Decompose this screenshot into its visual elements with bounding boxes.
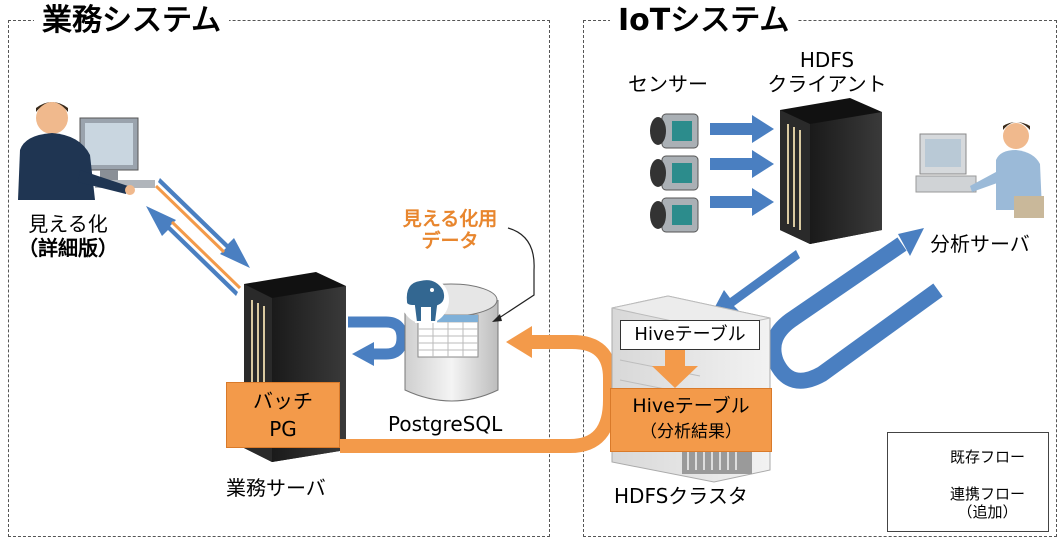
batch-loop-arrow bbox=[348, 316, 408, 366]
flow-vis-to-server-arrow bbox=[154, 178, 250, 268]
hdfs-client-label: HDFS クライアント bbox=[767, 48, 887, 96]
iot-system-title: IoTシステム bbox=[610, 4, 798, 38]
client-to-cluster-arrow bbox=[708, 250, 800, 320]
sensor-icon-3 bbox=[650, 197, 699, 233]
hive-result-box: Hiveテーブル （分析結果） bbox=[610, 388, 772, 452]
vis-data-callout-line bbox=[495, 227, 535, 321]
hive-table-box: Hiveテーブル bbox=[620, 320, 760, 350]
user-workstation-icon bbox=[18, 102, 155, 200]
postgresql-db-icon bbox=[401, 276, 499, 402]
batch-pg-box: バッチ PG bbox=[226, 382, 340, 448]
analysis-workstation-icon bbox=[915, 122, 1044, 218]
business-system-group bbox=[8, 20, 550, 537]
hive-down-arrow bbox=[652, 348, 698, 388]
analysis-server-label: 分析サーバ bbox=[930, 232, 1030, 256]
legend-collab-label: 連携フロー （追加） bbox=[950, 485, 1026, 521]
postgresql-elephant-icon bbox=[401, 276, 449, 324]
sensor-label: センサー bbox=[628, 72, 708, 96]
legend: 既存フロー 連携フロー （追加） bbox=[887, 432, 1049, 532]
sensor-icon-2 bbox=[650, 155, 699, 191]
hdfs-client-server-icon bbox=[780, 98, 882, 244]
iot-system-group bbox=[583, 20, 1057, 537]
vis-data-label: 見える化用 データ bbox=[402, 208, 498, 252]
legend-existing-label: 既存フロー bbox=[950, 448, 1026, 466]
sensor-to-client-arrows bbox=[710, 115, 774, 216]
sensor-icons bbox=[650, 113, 699, 233]
business-system-title: 業務システム bbox=[34, 4, 230, 38]
hdfs-cluster-label: HDFSクラスタ bbox=[614, 484, 748, 508]
flow-server-to-vis-arrow bbox=[146, 206, 242, 296]
cluster-analysis-uturn-arrow bbox=[765, 228, 943, 389]
sensor-icon-1 bbox=[650, 113, 699, 149]
business-server-label: 業務サーバ bbox=[226, 476, 326, 500]
visualization-label: 見える化 （詳細版） bbox=[18, 212, 118, 260]
postgresql-label: PostgreSQL bbox=[388, 412, 503, 436]
